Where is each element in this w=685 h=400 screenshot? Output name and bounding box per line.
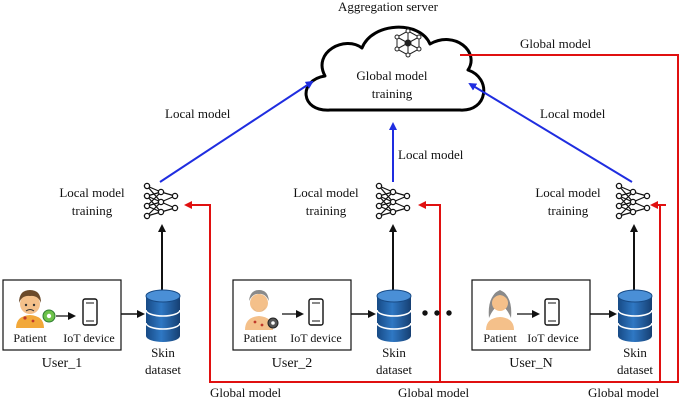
user-name-n: User_N: [509, 356, 553, 371]
patient-label-n: Patient: [483, 331, 517, 345]
patient-icon: [245, 290, 273, 330]
device-label-1: IoT device: [63, 331, 114, 345]
user-box-n: [471, 279, 591, 351]
training-label-1-line1: Local model: [59, 185, 125, 200]
user-name-2: User_2: [272, 356, 312, 371]
dataset-label-1-line1: Skin: [151, 345, 175, 360]
local-model-arrow-user1: [159, 80, 314, 183]
training-label-2-line2: training: [306, 203, 347, 218]
patient-icon: [16, 290, 44, 328]
dataset-label-1-line2: dataset: [145, 362, 181, 377]
local-model-label-3: Local model: [540, 106, 606, 121]
patient-icon: [486, 290, 514, 330]
user-box-2: [232, 279, 352, 351]
training-label-1-line2: training: [72, 203, 113, 218]
local-model-label-1: Local model: [165, 106, 231, 121]
dataset-label-n-line2: dataset: [617, 362, 653, 377]
database-icon: [376, 289, 412, 342]
global-model-label-2: Global model: [398, 385, 470, 400]
neural-network-icon: [615, 182, 651, 220]
neural-network-icon: [143, 182, 179, 220]
patient-label-1: Patient: [13, 331, 47, 345]
user-name-1: User_1: [42, 356, 82, 371]
patient-label-2: Patient: [243, 331, 277, 345]
neural-network-icon: [375, 182, 411, 220]
smartphone-icon: [544, 298, 560, 326]
local-model-arrow-usern: [468, 82, 633, 183]
user-box-1: [2, 279, 122, 351]
training-label-2-line1: Local model: [293, 185, 359, 200]
cloud-label-line1: Global model: [356, 68, 428, 83]
cloud-label-line2: training: [372, 86, 413, 101]
global-model-label-1: Global model: [210, 385, 282, 400]
training-label-n-line2: training: [548, 203, 589, 218]
global-model-label-top: Global model: [520, 36, 592, 51]
cloud-icon: [304, 25, 486, 112]
dataset-label-2-line1: Skin: [382, 345, 406, 360]
dataset-label-2-line2: dataset: [376, 362, 412, 377]
database-icon: [617, 289, 653, 342]
database-icon: [145, 289, 181, 342]
device-label-n: IoT device: [527, 331, 578, 345]
training-label-n-line1: Local model: [535, 185, 601, 200]
virus-icon: [42, 309, 56, 323]
global-model-label-3: Global model: [588, 385, 660, 400]
device-label-2: IoT device: [290, 331, 341, 345]
dataset-label-n-line1: Skin: [623, 345, 647, 360]
virus-icon: [267, 317, 279, 329]
server-title: Aggregation server: [338, 0, 439, 14]
smartphone-icon: [82, 298, 98, 326]
ellipsis: • • •: [421, 303, 452, 325]
local-model-label-2: Local model: [398, 147, 464, 162]
smartphone-icon: [308, 298, 324, 326]
network-icon: [394, 28, 422, 58]
